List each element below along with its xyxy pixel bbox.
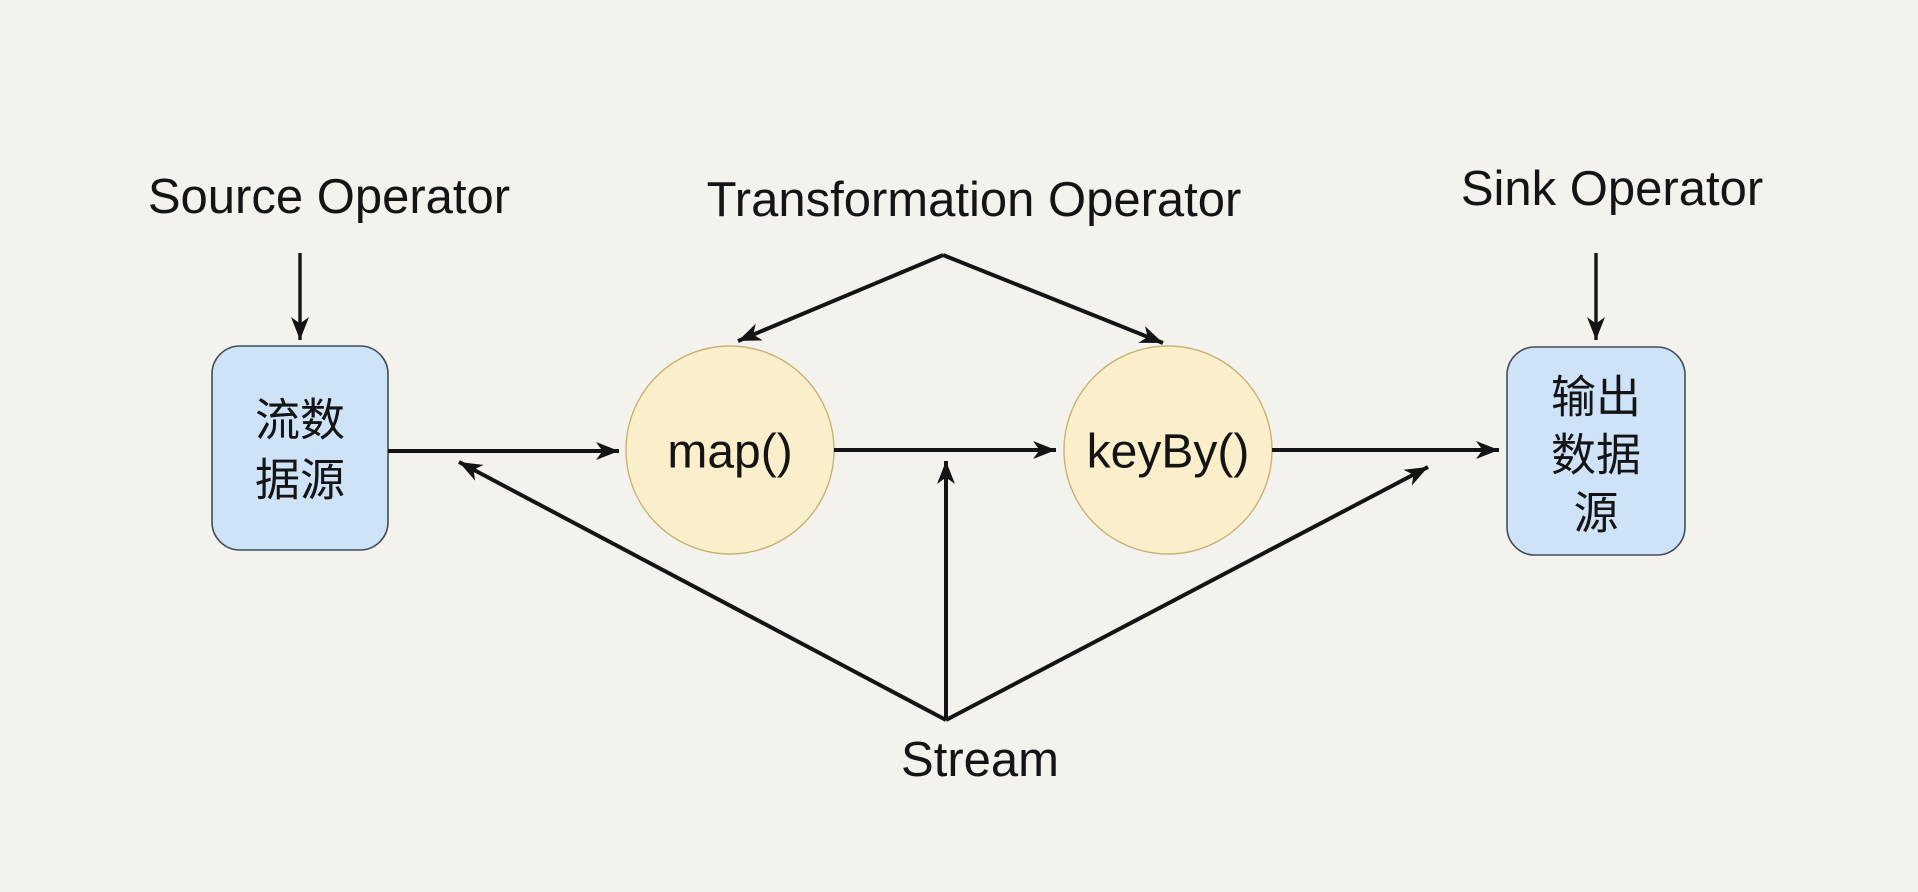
- source-box: [211, 345, 389, 551]
- sink-operator-label: Sink Operator: [1461, 162, 1763, 216]
- source-box-label-line1: 流数: [255, 395, 345, 446]
- sink-box-label-line2: 数据: [1551, 430, 1641, 481]
- source-box-label-line2: 据源: [255, 455, 345, 506]
- map-circle-label: map(): [667, 426, 792, 479]
- sink-box-label-line3: 源: [1573, 488, 1618, 539]
- sink-box: [1506, 346, 1686, 556]
- source-operator-label: Source Operator: [148, 170, 510, 224]
- stream-label: Stream: [901, 733, 1059, 787]
- arrow-transformation-to-keyby: [942, 253, 1164, 345]
- keyby-circle-label: keyBy(): [1087, 426, 1250, 479]
- sink-box-label-line1: 输出: [1551, 372, 1641, 423]
- arrow-transformation-to-map: [737, 253, 944, 343]
- arrow-stream-to-sink-edge: [945, 465, 1429, 722]
- transformation-operator-label: Transformation Operator: [707, 173, 1242, 227]
- arrow-stream-to-source-edge: [458, 460, 947, 722]
